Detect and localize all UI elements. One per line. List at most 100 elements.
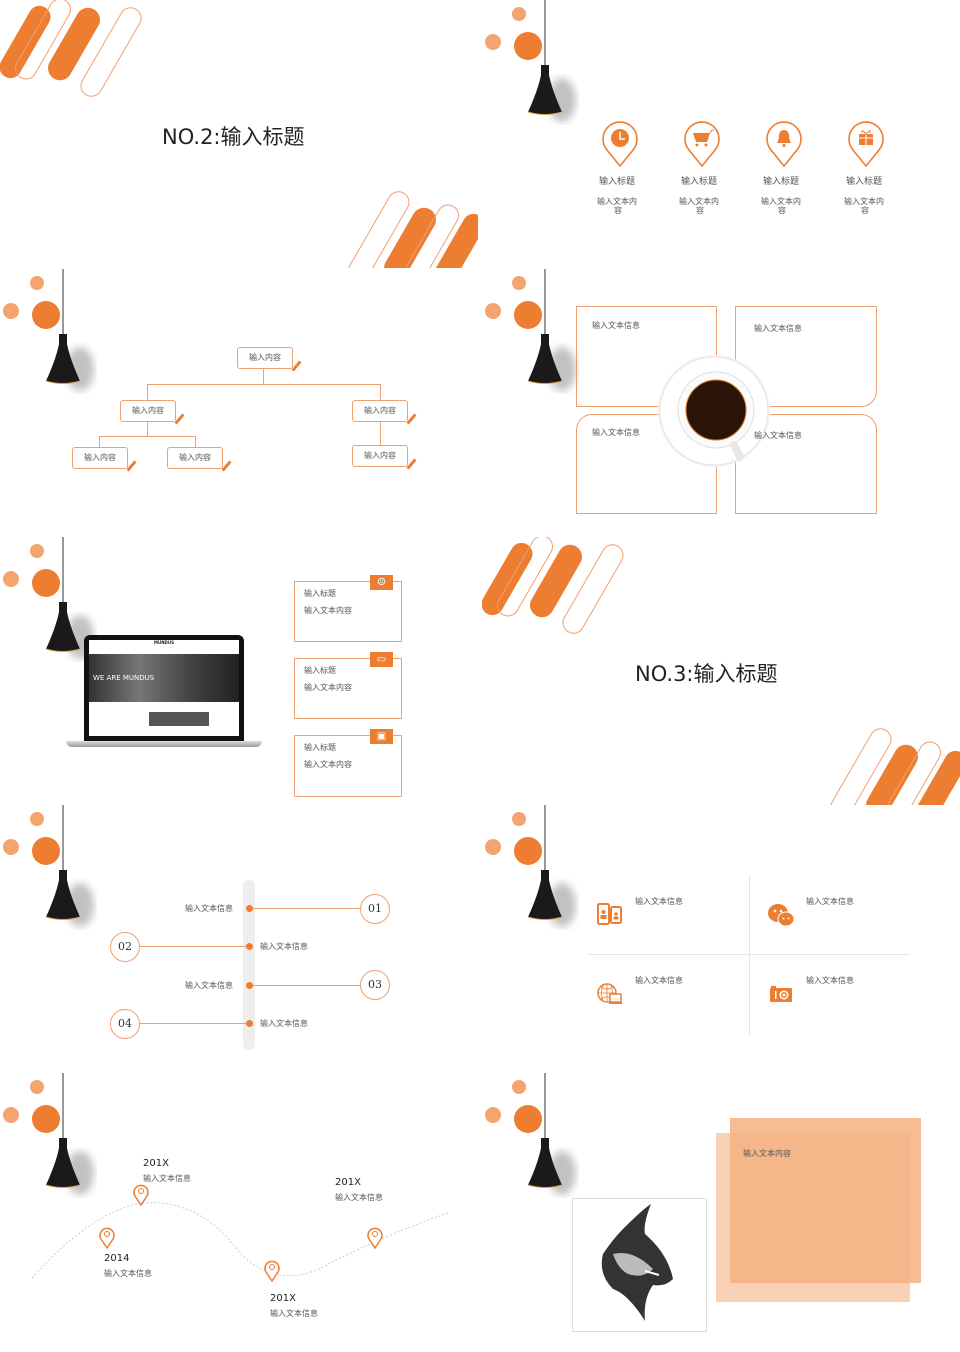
info-card[interactable] xyxy=(294,658,402,719)
step-text: 输入文本信息 xyxy=(185,981,233,990)
pendant-lamp-icon xyxy=(3,269,94,391)
grid-text: 输入文本信息 xyxy=(806,976,854,985)
image-frame xyxy=(572,1198,707,1332)
slide-laptop-cards[interactable]: MUNDUS WE ARE MUNDUS ☺ ▭ ▣ 输入标题 输入文本内容 输… xyxy=(0,537,478,805)
info-box[interactable] xyxy=(735,414,877,514)
slide-wave-timeline[interactable]: 201X 输入文本信息 2014 输入文本信息 201X 输入文本信息 201X… xyxy=(0,1073,478,1341)
connector xyxy=(147,384,148,400)
connector xyxy=(140,946,249,947)
bell-pin-icon xyxy=(766,121,802,168)
connector xyxy=(147,384,380,385)
org-node[interactable]: 输入内容 xyxy=(120,400,185,425)
card-title: 输入标题 xyxy=(304,666,336,675)
connector xyxy=(380,422,381,447)
wave-path xyxy=(31,1202,449,1279)
point-year: 201X xyxy=(270,1293,296,1304)
org-node[interactable]: 输入内容 xyxy=(237,347,302,372)
connector xyxy=(195,436,196,447)
slide-numbered-timeline[interactable]: 01 02 03 04 输入文本信息 输入文本信息 输入文本信息 输入文本信息 xyxy=(0,805,478,1073)
info-card[interactable] xyxy=(294,735,402,797)
info-card[interactable] xyxy=(294,581,402,642)
connector xyxy=(249,908,361,909)
slide-section-3-title[interactable]: NO.3:输入标题 xyxy=(482,537,960,805)
timeline-dot xyxy=(246,943,253,950)
org-node[interactable]: 输入内容 xyxy=(167,447,232,472)
node-label: 输入内容 xyxy=(132,406,164,415)
grid-text: 输入文本信息 xyxy=(635,976,683,985)
pendant-lamp-icon xyxy=(3,805,94,927)
pin-title: 输入标题 xyxy=(599,177,636,187)
section-title: NO.2:输入标题 xyxy=(162,125,305,149)
brush-icon xyxy=(291,360,302,372)
box-text: 输入文本信息 xyxy=(592,428,640,437)
point-text: 输入文本信息 xyxy=(104,1269,152,1278)
pin-text: 输入文本内 xyxy=(597,197,637,206)
step-number: 02 xyxy=(110,932,140,962)
pin-item[interactable] xyxy=(846,118,886,172)
pendant-lamp-icon xyxy=(3,1073,94,1195)
info-box[interactable] xyxy=(735,306,877,407)
location-pin-icon xyxy=(264,1260,280,1283)
hero-headline: WE ARE MUNDUS xyxy=(93,674,155,682)
laptop-base xyxy=(66,741,262,747)
point-text: 输入文本信息 xyxy=(270,1309,318,1318)
pendant-lamp-icon xyxy=(485,0,576,122)
location-pin-icon xyxy=(99,1227,115,1250)
brush-icon xyxy=(406,413,417,425)
timeline-dot xyxy=(246,1020,253,1027)
pin-item[interactable] xyxy=(600,118,640,172)
slide-coffee-quadrants[interactable]: 输入文本信息 输入文本信息 输入文本信息 输入文本信息 xyxy=(482,269,960,537)
point-text: 输入文本信息 xyxy=(335,1193,383,1202)
pin-title: 输入标题 xyxy=(681,177,718,187)
point-year: 201X xyxy=(143,1158,169,1169)
org-node[interactable]: 输入内容 xyxy=(352,400,417,425)
globe-computer-icon xyxy=(597,983,622,1004)
pin-item[interactable] xyxy=(764,118,804,172)
connector xyxy=(140,1023,249,1024)
chat-icon: ☺ xyxy=(370,575,393,590)
point-year: 201X xyxy=(335,1177,361,1188)
step-number: 03 xyxy=(360,970,390,1000)
panel-text: 输入文本内容 xyxy=(743,1149,791,1158)
location-pin-icon xyxy=(367,1227,383,1250)
pin-text: 容 xyxy=(861,206,869,215)
brush-icon xyxy=(221,460,232,472)
abstract-face-image xyxy=(601,1204,673,1321)
coffee-cup-image xyxy=(658,355,770,467)
connector xyxy=(263,369,264,384)
step-text: 输入文本信息 xyxy=(260,1019,308,1028)
slide-section-2-title[interactable]: NO.2:输入标题 xyxy=(0,0,478,268)
grid-text: 输入文本信息 xyxy=(635,897,683,906)
section-title: NO.3:输入标题 xyxy=(635,662,778,686)
slide-org-chart[interactable]: 输入内容 输入内容 输入内容 输入内容 输入内容 输入内容 xyxy=(0,269,478,537)
pin-item[interactable] xyxy=(682,118,722,172)
camera-icon xyxy=(770,986,792,1002)
pin-text: 容 xyxy=(778,206,786,215)
connector xyxy=(99,436,100,447)
node-label: 输入内容 xyxy=(364,406,396,415)
pin-title: 输入标题 xyxy=(763,177,800,187)
monitor-icon: ▭ xyxy=(370,652,393,667)
contact-icon: ▣ xyxy=(370,729,393,744)
slide-image-text[interactable]: 输入文本内容 xyxy=(482,1073,960,1341)
brush-icon xyxy=(126,460,137,472)
org-node[interactable]: 输入内容 xyxy=(72,447,137,472)
org-node[interactable]: 输入内容 xyxy=(352,445,417,470)
hero-image xyxy=(89,654,239,702)
laptop-image: MUNDUS WE ARE MUNDUS xyxy=(84,635,244,741)
site-brand: MUNDUS xyxy=(153,640,175,645)
box-text: 输入文本信息 xyxy=(592,321,640,330)
box-text: 输入文本信息 xyxy=(754,324,802,333)
node-label: 输入内容 xyxy=(84,453,116,462)
cart-pin-icon xyxy=(684,121,720,168)
timeline-dot xyxy=(246,905,253,912)
point-year: 2014 xyxy=(104,1253,130,1264)
text-panel[interactable] xyxy=(730,1118,921,1283)
card-title: 输入标题 xyxy=(304,589,336,598)
slide-icon-pins[interactable]: 输入标题 输入标题 输入标题 输入标题 输入文本内 容 输入文本内 容 输入文本… xyxy=(482,0,960,268)
brush-icon xyxy=(174,413,185,425)
pin-text: 输入文本内 xyxy=(844,197,884,206)
card-text: 输入文本内容 xyxy=(304,683,352,692)
slide-icon-grid[interactable]: 输入文本信息 输入文本信息 输入文本信息 输入文本信息 xyxy=(482,805,960,1073)
location-pin-icon xyxy=(133,1184,149,1207)
